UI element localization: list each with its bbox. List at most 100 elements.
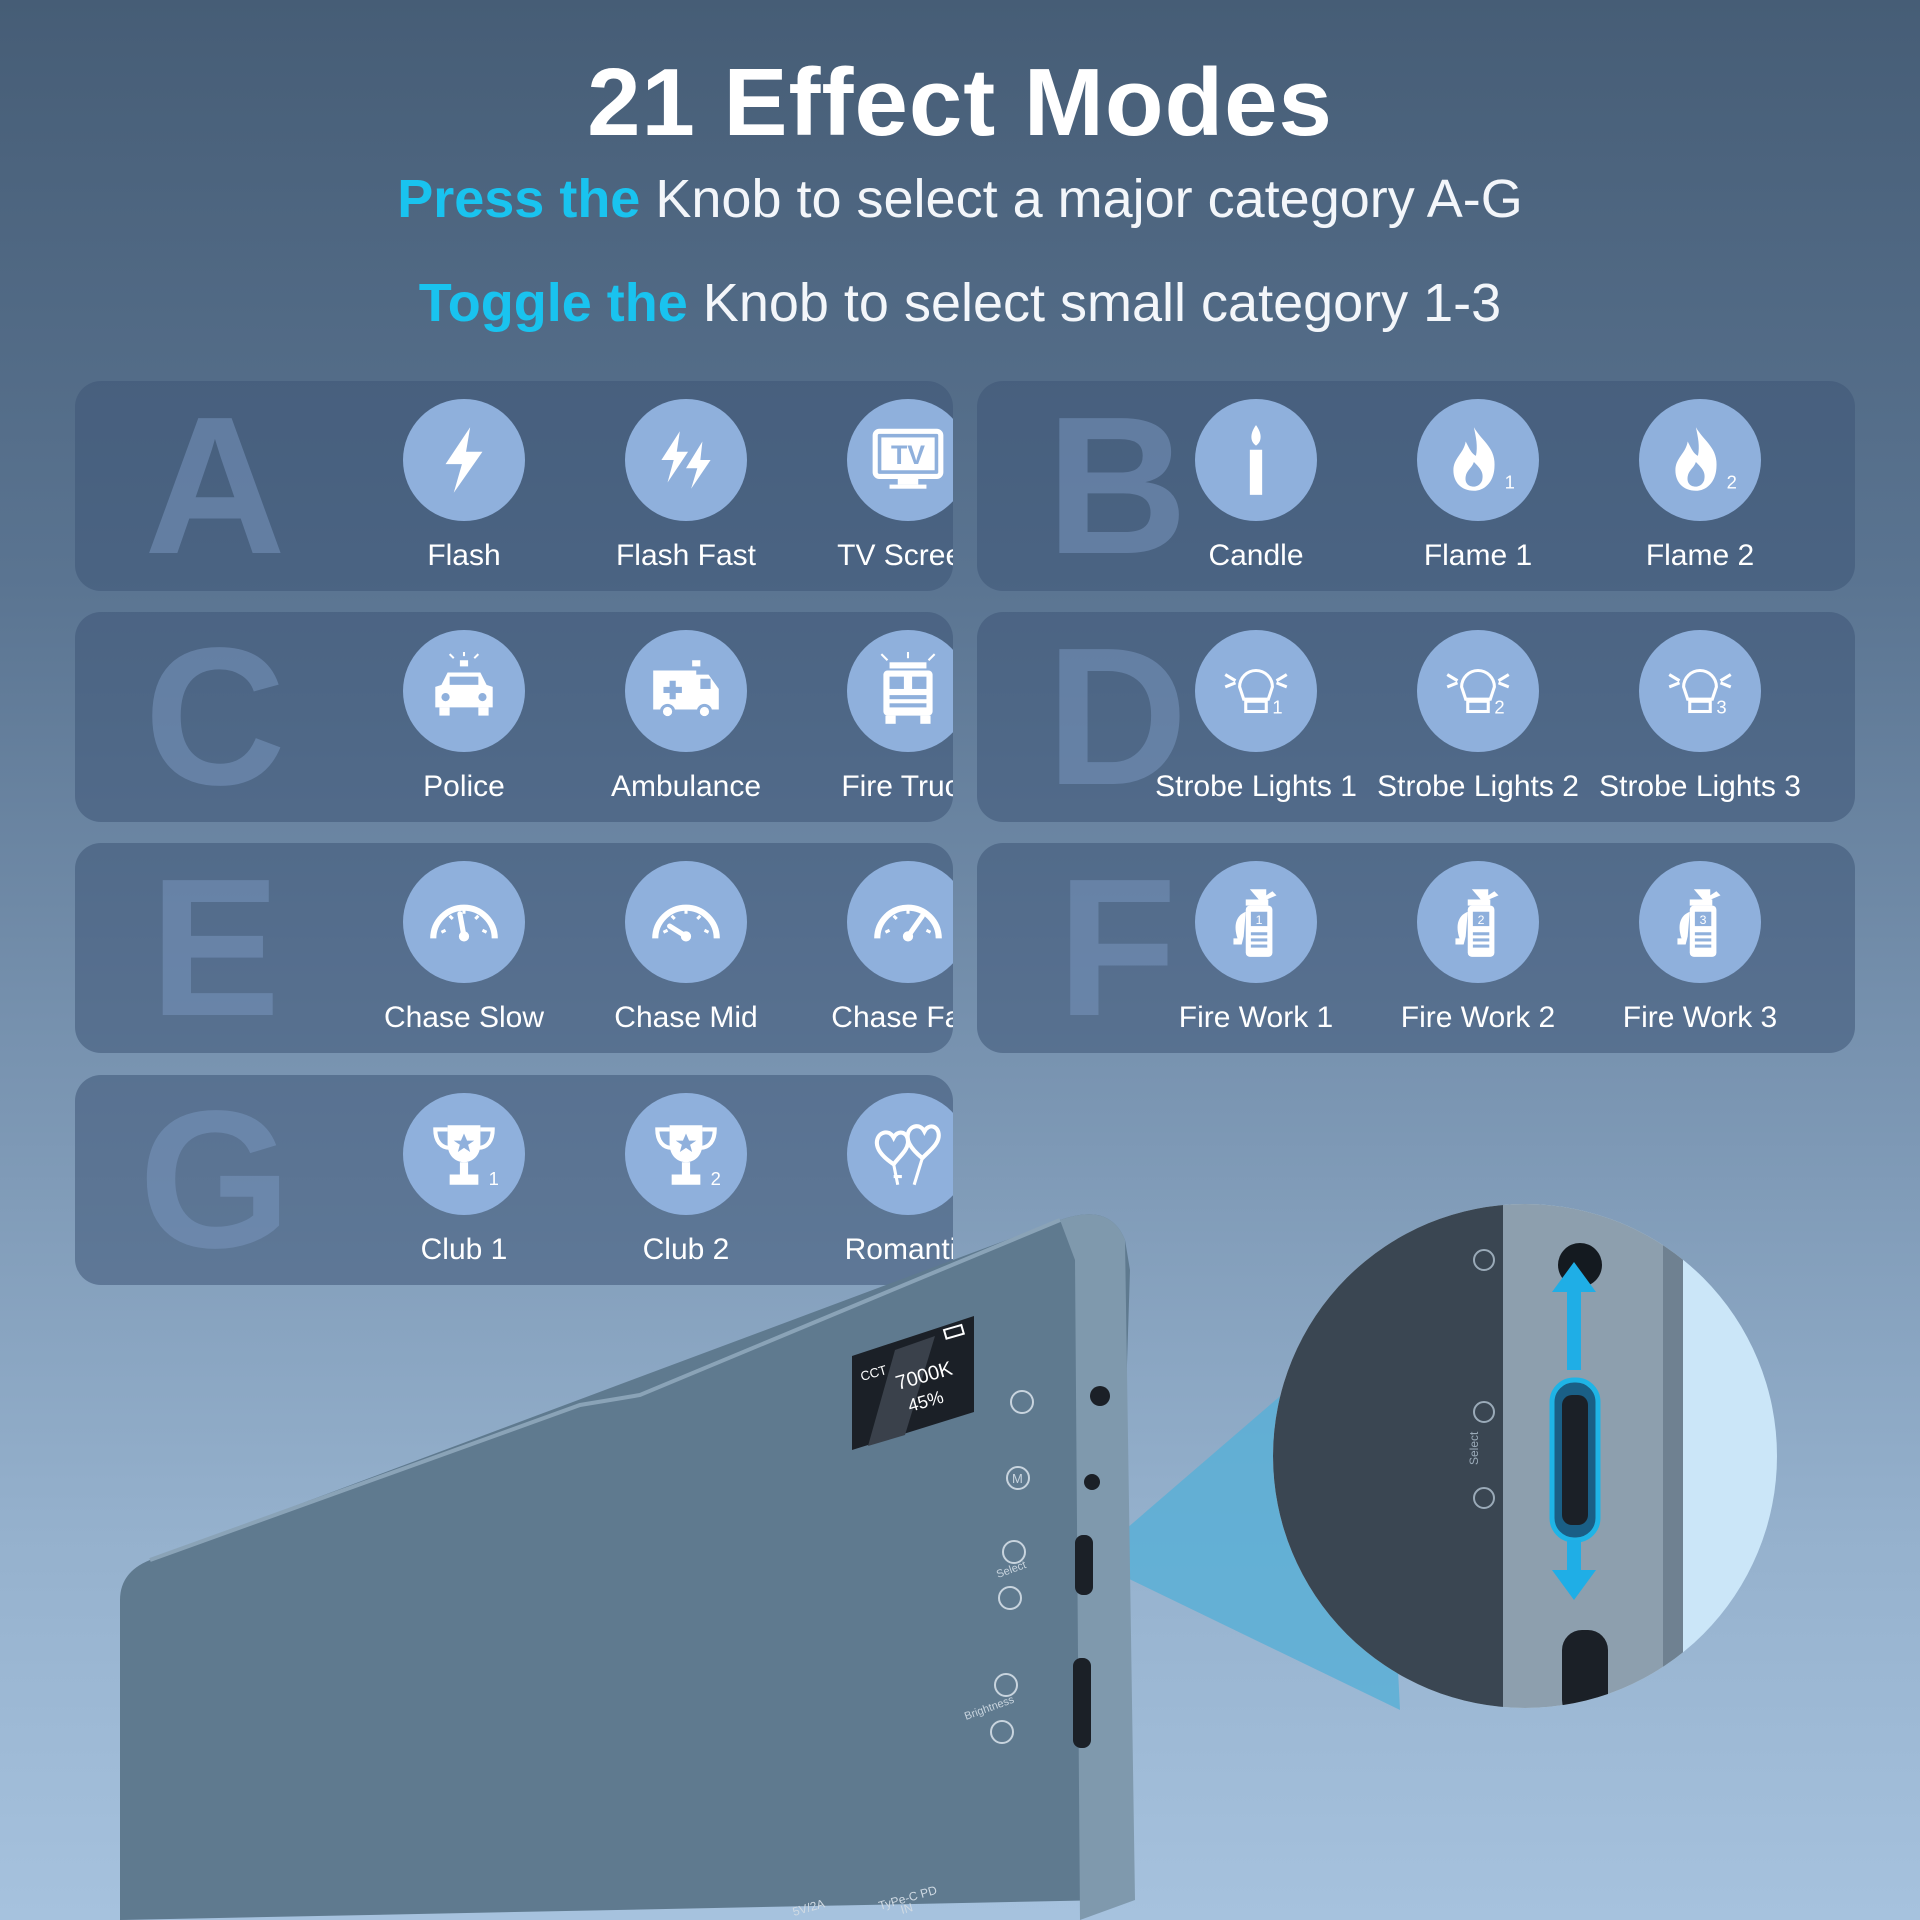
extinguisher-icon: 1 — [1195, 861, 1317, 983]
mode-button[interactable] — [1084, 1474, 1100, 1490]
category-panel-e: E Chase Slow Chase Mid Chase Fast — [75, 843, 953, 1053]
mode-label: Chase Slow — [383, 1001, 545, 1034]
mode-tv-screen[interactable]: TV TV Screen — [797, 399, 953, 573]
mode-romantic[interactable]: Romantic — [797, 1093, 953, 1267]
icon-number: 1 — [489, 1168, 499, 1189]
mode-chase-slow[interactable]: Chase Slow — [353, 861, 575, 1035]
icon-number: 2 — [1494, 697, 1504, 718]
mode-flash[interactable]: Flash — [353, 399, 575, 573]
mode-flash-fast[interactable]: Flash Fast — [575, 399, 797, 573]
category-panel-a: A Flash Flash Fast TV TV Screen — [75, 381, 953, 591]
port-sub-label: IN — [899, 1900, 914, 1917]
mode-label: Flash — [427, 539, 501, 572]
page-title: 21 Effect Modes — [587, 49, 1333, 156]
mode-flame-2[interactable]: 2 Flame 2 — [1589, 399, 1811, 573]
mode-label: Police — [423, 770, 505, 803]
mode-label: Flame 1 — [1423, 539, 1533, 572]
instruction-toggle-text: Knob to select small category 1-3 — [702, 273, 1502, 333]
category-panel-f: F 1 Fire Work 1 2 Fire Work 2 3 Fire Wor… — [977, 843, 1855, 1053]
power-button[interactable] — [1090, 1386, 1110, 1406]
mode-label: Fire Work 1 — [1178, 1001, 1334, 1034]
trophy-icon: 2 — [625, 1093, 747, 1215]
category-panel-d: D 1 Strobe Lights 1 2 Strobe Lights 2 3 … — [977, 612, 1855, 822]
instruction-toggle-highlight: Toggle the — [418, 273, 688, 333]
mode-label: Candle — [1208, 539, 1304, 572]
light-panel-device: CCT 7000K 45% M Select Brightness TyPe-C… — [120, 1204, 1777, 1920]
svg-text:M: M — [1012, 1471, 1023, 1486]
mode-label: Club 2 — [642, 1233, 730, 1266]
candle-icon — [1195, 399, 1317, 521]
mode-label: Club 1 — [420, 1233, 508, 1266]
mode-fire-work-1[interactable]: 1 Fire Work 1 — [1145, 861, 1367, 1035]
icon-number: 1 — [1256, 913, 1263, 927]
select-minus-icon — [998, 1586, 1022, 1610]
mode-chase-fast[interactable]: Chase Fast — [797, 861, 953, 1035]
mode-label: Fire Work 3 — [1622, 1001, 1778, 1034]
mode-fire-work-2[interactable]: 2 Fire Work 2 — [1367, 861, 1589, 1035]
mode-club-2[interactable]: 2 Club 2 — [575, 1093, 797, 1267]
category-letter: C — [144, 612, 286, 822]
mode-label: Chase Mid — [614, 1001, 758, 1034]
lightning-icon — [403, 399, 525, 521]
brightness-plus-icon — [994, 1673, 1018, 1697]
police-car-icon — [403, 630, 525, 752]
mode-label: Fire Work 2 — [1400, 1001, 1556, 1034]
strobe-light-icon: 3 — [1639, 630, 1761, 752]
flame-icon: 2 — [1639, 399, 1761, 521]
mode-strobe-lights-2[interactable]: 2 Strobe Lights 2 — [1367, 630, 1589, 804]
ambulance-icon — [625, 630, 747, 752]
category-letter: E — [149, 843, 281, 1053]
icon-number: 2 — [711, 1168, 721, 1189]
mode-icon[interactable] — [1006, 1466, 1030, 1490]
mode-ambulance[interactable]: Ambulance — [575, 630, 797, 804]
mode-fire-work-3[interactable]: 3 Fire Work 3 — [1589, 861, 1811, 1035]
icon-number: 1 — [1272, 697, 1282, 718]
trophy-icon: 1 — [403, 1093, 525, 1215]
mode-police[interactable]: Police — [353, 630, 575, 804]
arrow-up-icon — [1552, 1262, 1596, 1292]
mode-flame-1[interactable]: 1 Flame 1 — [1367, 399, 1589, 573]
mode-label: Romantic — [844, 1233, 953, 1266]
icon-number: 3 — [1716, 697, 1726, 718]
double-lightning-icon — [625, 399, 747, 521]
icon-number: 2 — [1478, 913, 1485, 927]
category-letter: A — [144, 381, 286, 591]
mode-label: Fire Truck — [841, 770, 953, 803]
select-knob[interactable] — [1075, 1535, 1093, 1595]
mode-label: Strobe Lights 3 — [1599, 770, 1801, 803]
battery-icon — [942, 1323, 966, 1340]
mode-chase-mid[interactable]: Chase Mid — [575, 861, 797, 1035]
extinguisher-icon: 3 — [1639, 861, 1761, 983]
screen-mode: CCT — [859, 1362, 889, 1384]
zoom-select-label: Select — [1467, 1431, 1481, 1465]
speedometer-icon — [847, 861, 953, 983]
mode-strobe-lights-1[interactable]: 1 Strobe Lights 1 — [1145, 630, 1367, 804]
category-panel-c: C Police Ambulance Fire Truck — [75, 612, 953, 822]
icon-number: 1 — [1505, 472, 1515, 493]
strobe-light-icon: 2 — [1417, 630, 1539, 752]
instruction-toggle: Toggle the Knob to select small category… — [0, 272, 1920, 334]
category-letter: F — [1057, 843, 1177, 1053]
mode-label: TV Screen — [837, 539, 953, 572]
brightness-minus-icon — [990, 1720, 1014, 1744]
power-icon[interactable] — [1010, 1390, 1034, 1414]
category-letter: G — [138, 1075, 292, 1285]
brightness-knob[interactable] — [1073, 1658, 1091, 1748]
mode-fire-truck[interactable]: Fire Truck — [797, 630, 953, 804]
mode-label: Flash Fast — [615, 539, 757, 572]
mode-label: Ambulance — [610, 770, 762, 803]
mode-strobe-lights-3[interactable]: 3 Strobe Lights 3 — [1589, 630, 1811, 804]
mode-candle[interactable]: Candle — [1145, 399, 1367, 573]
arrow-down-icon — [1552, 1570, 1596, 1600]
mode-label: Strobe Lights 2 — [1377, 770, 1579, 803]
category-panel-b: B Candle 1 Flame 1 2 Flame 2 — [977, 381, 1855, 591]
hearts-icon — [847, 1093, 953, 1215]
tv-text: TV — [891, 440, 925, 470]
mode-label: Chase Fast — [831, 1001, 953, 1034]
strobe-light-icon: 1 — [1195, 630, 1317, 752]
instruction-press-highlight: Press the — [397, 169, 641, 229]
mode-label: Flame 2 — [1645, 539, 1755, 572]
mode-label: Strobe Lights 1 — [1155, 770, 1357, 803]
fire-truck-icon — [847, 630, 953, 752]
mode-club-1[interactable]: 1 Club 1 — [353, 1093, 575, 1267]
